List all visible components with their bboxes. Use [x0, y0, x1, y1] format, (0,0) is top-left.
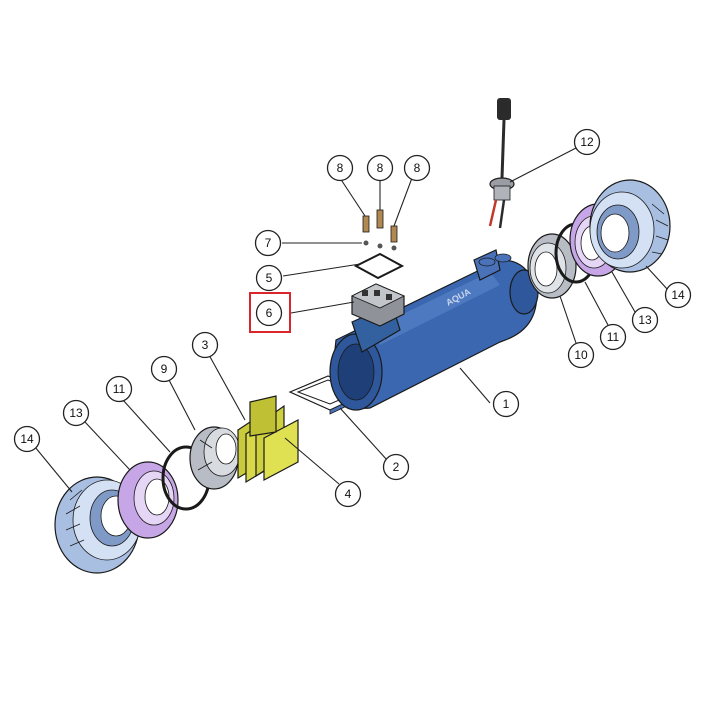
callout-label-5: 5: [266, 271, 273, 285]
terminal-slot: [374, 290, 380, 296]
leader-1: [459, 367, 491, 404]
callout-6: 6: [249, 292, 291, 333]
part-12-flow-sensor: [488, 98, 515, 229]
terminal-slot: [362, 290, 368, 296]
callout-label-7: 7: [265, 236, 272, 250]
part-8-terminal-screws: [362, 209, 398, 243]
callout-label-14-right: 14: [671, 288, 685, 302]
callout-8a: 8: [326, 154, 354, 182]
callout-label-9: 9: [161, 362, 168, 376]
leader-9: [168, 379, 196, 431]
part-14-right-union-nut: [589, 179, 671, 273]
callout-11-right: 11: [599, 323, 627, 351]
callout-12: 12: [573, 128, 601, 156]
callout-3: 3: [191, 331, 219, 359]
callout-label-8b: 8: [377, 161, 384, 175]
callout-label-13-left: 13: [69, 406, 83, 420]
part-9-end-fitting: [189, 426, 241, 490]
callout-8c: 8: [403, 154, 431, 182]
callout-7: 7: [254, 229, 282, 257]
part-1-cell-body: AQUA: [329, 249, 539, 411]
leader-11-left: [122, 399, 171, 453]
callout-9: 9: [150, 355, 178, 383]
callout-label-12: 12: [580, 135, 594, 149]
leader-2: [339, 407, 388, 461]
callout-2: 2: [382, 453, 410, 481]
leader-11-right: [584, 281, 609, 326]
callout-13-left: 13: [62, 399, 90, 427]
leader-14-right: [645, 265, 669, 291]
part-5-gasket: [353, 252, 405, 280]
callout-1: 1: [492, 390, 520, 418]
callout-label-6: 6: [266, 306, 273, 320]
callout-label-8c: 8: [414, 161, 421, 175]
part-10-end-fitting: [527, 233, 577, 299]
callout-10: 10: [567, 341, 595, 369]
callout-label-14-left: 14: [20, 432, 34, 446]
callout-label-11-left: 11: [113, 382, 126, 396]
callout-14-right: 14: [664, 281, 692, 309]
callout-label-2: 2: [393, 460, 400, 474]
callout-5: 5: [255, 264, 283, 292]
callout-4: 4: [334, 480, 362, 508]
leader-13-right: [611, 271, 636, 313]
leader-12: [509, 147, 577, 183]
part-3-4-electrode-plates: [237, 395, 299, 484]
leader-8a: [339, 177, 366, 217]
leader-lines: [34, 147, 669, 493]
callout-label-1: 1: [503, 397, 510, 411]
callout-label-10: 10: [574, 348, 588, 362]
callout-label-13-right: 13: [638, 313, 652, 327]
leader-6: [290, 301, 355, 314]
callout-8b: 8: [366, 154, 394, 182]
part-6-terminal-cover: [351, 283, 405, 327]
leader-14-left: [34, 446, 73, 493]
callout-11-left: 11: [105, 375, 133, 403]
callout-14-left: 14: [13, 425, 41, 453]
leader-4: [284, 437, 340, 485]
callout-label-8a: 8: [337, 161, 344, 175]
callout-label-4: 4: [345, 487, 352, 501]
leader-5: [282, 263, 361, 277]
callout-13-right: 13: [631, 306, 659, 334]
leader-3: [208, 354, 246, 421]
callouts: 1 2 3 4 5 6 7 8: [13, 128, 692, 508]
terminal-slot: [386, 294, 392, 300]
callout-label-11-right: 11: [607, 330, 620, 344]
part-7-washers: [363, 240, 397, 251]
callout-label-3: 3: [202, 338, 209, 352]
leader-8c: [393, 177, 413, 227]
highlight-box-6: [249, 292, 291, 333]
leader-10: [559, 295, 577, 344]
leader-13-left: [84, 421, 131, 471]
